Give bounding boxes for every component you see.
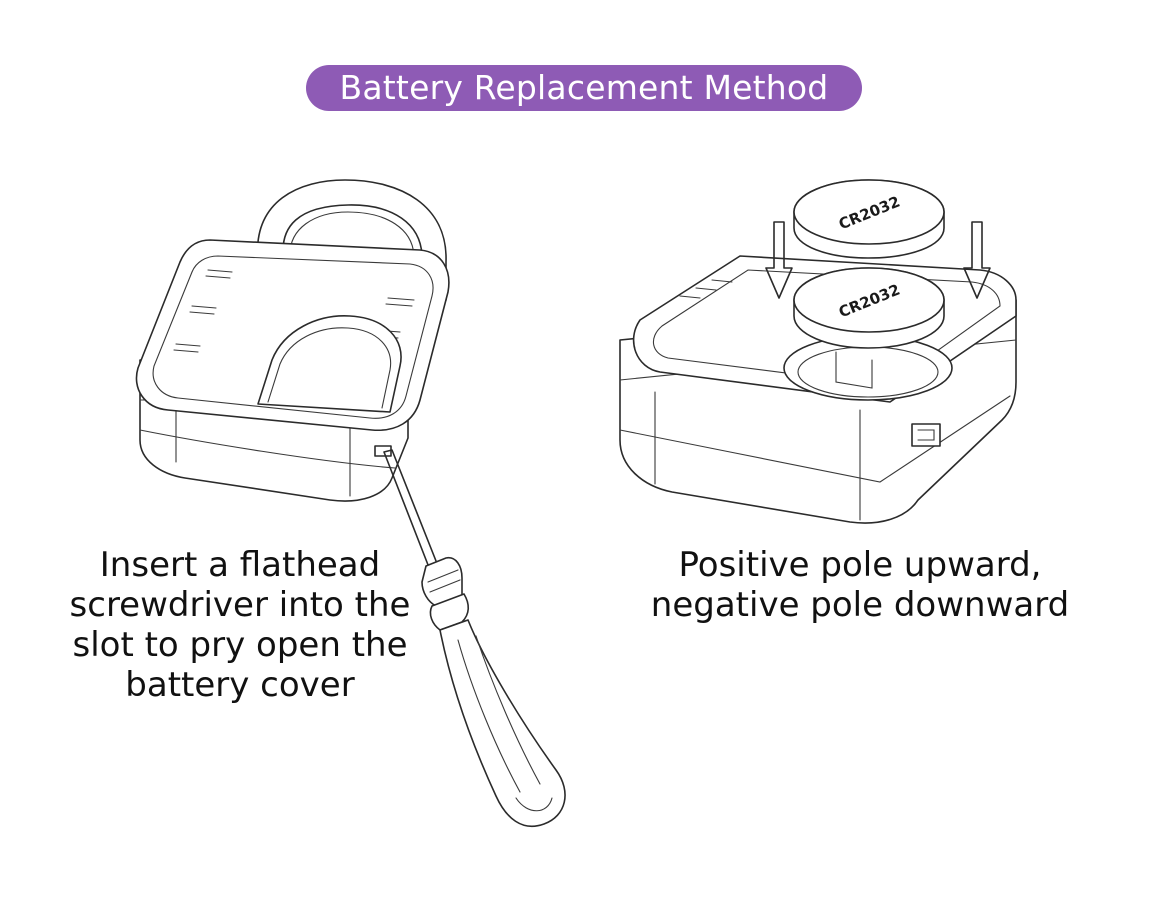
- title-banner: Battery Replacement Method: [306, 65, 862, 111]
- caption-line: negative pole downward: [650, 585, 1070, 625]
- coin-cell-lower: CR2032: [793, 267, 945, 349]
- coin-cell-upper: CR2032: [793, 179, 945, 259]
- side-clip: [911, 423, 941, 447]
- screwdriver-icon: [383, 449, 566, 828]
- battery-cover: [257, 315, 402, 413]
- step-2-caption: Positive pole upward, negative pole down…: [640, 545, 1080, 625]
- padlock-step-1: [135, 179, 566, 828]
- shackle: [256, 179, 447, 301]
- arrow-down-right-icon: [963, 221, 991, 299]
- open-lock-step-2: CR2032 CR2032: [619, 179, 1017, 524]
- caption-line: screwdriver into the: [69, 585, 411, 625]
- caption-line: Insert a flathead: [99, 545, 381, 585]
- caption-line: Positive pole upward,: [678, 545, 1042, 585]
- step-1-caption: Insert a flathead screwdriver into the s…: [40, 545, 440, 705]
- caption-line: slot to pry open the: [72, 625, 408, 665]
- arrow-down-left-icon: [765, 221, 793, 299]
- caption-line: battery cover: [125, 665, 355, 705]
